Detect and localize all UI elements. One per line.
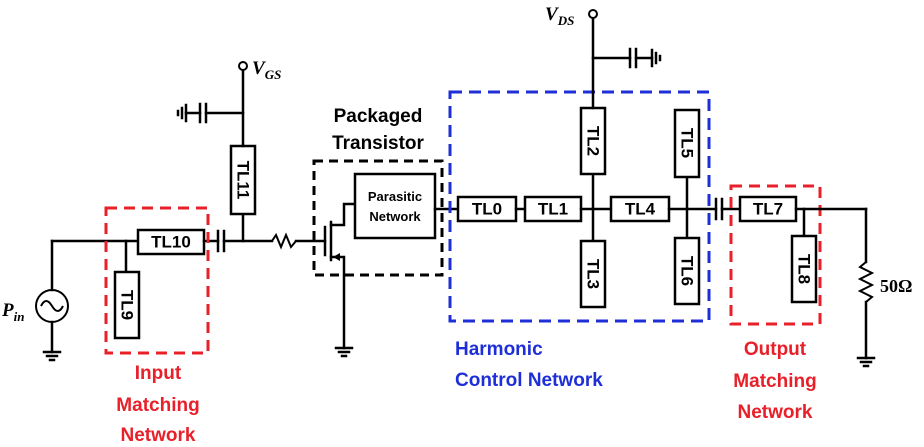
tl2-label: TL2 (584, 126, 603, 156)
tl9-line: TL9 (113, 270, 141, 340)
packaged-transistor-title: Packaged (334, 106, 423, 127)
load-resistor (857, 261, 875, 303)
harmonic-control-network-caption-1: Harmonic (455, 339, 543, 360)
tl8-label: TL8 (795, 254, 814, 284)
tl10-label: TL10 (151, 233, 191, 252)
ground-symbol-drain (650, 48, 662, 68)
tl6-line: TL6 (673, 236, 701, 306)
tl4-line: TL4 (609, 195, 671, 223)
tl5-label: TL5 (678, 128, 697, 158)
parasitic-network: Parasitic Network (353, 172, 437, 240)
tl7-label: TL7 (753, 200, 783, 219)
output-matching-network-caption-1: Output (744, 339, 807, 360)
tl3-line: TL3 (579, 239, 607, 309)
ground-symbol-gate (176, 103, 188, 123)
tl11-label: TL11 (234, 161, 253, 200)
parasitic-network-line1: Parasitic (368, 189, 422, 204)
tl1-line: TL1 (523, 195, 583, 223)
vgs-terminal (238, 61, 248, 71)
packaged-transistor-subtitle: Transistor (332, 133, 424, 154)
ground-symbol-source-terminal (334, 346, 354, 358)
input-matching-network-caption-2: Matching (116, 395, 199, 416)
vds-terminal (588, 9, 598, 19)
output-matching-network-caption-3: Network (738, 402, 813, 423)
tl4-label: TL4 (625, 200, 656, 219)
output-matching-network-box (729, 184, 822, 326)
parasitic-network-line2: Network (369, 209, 421, 224)
harmonic-control-network-caption-2: Control Network (455, 370, 603, 391)
tl11-line: TL11 (229, 144, 257, 216)
tl6-label: TL6 (678, 256, 697, 286)
tl0-label: TL0 (472, 200, 502, 219)
tl9-label: TL9 (118, 290, 137, 320)
harmonic-control-network-box (448, 90, 711, 323)
input-matching-network-box (104, 206, 210, 355)
transistor-symbol (323, 202, 357, 350)
vds-label: VDS (545, 4, 574, 28)
tl5-line: TL5 (673, 108, 701, 179)
gate-resistor (271, 232, 297, 250)
ground-symbol-load (856, 356, 876, 368)
input-matching-network-caption-1: Input (135, 363, 182, 384)
vgs-label: VGS (252, 58, 281, 82)
packaged-transistor-box (312, 159, 444, 277)
ground-symbol-source (42, 350, 62, 362)
output-matching-network-caption-2: Matching (733, 371, 816, 392)
tl8-line: TL8 (790, 234, 818, 304)
pin-label: Pin (1, 300, 24, 324)
signal-source (35, 239, 69, 354)
input-matching-network-caption-3: Network (121, 425, 196, 446)
tl3-label: TL3 (584, 259, 603, 289)
load-impedance-label: 50Ω (880, 276, 912, 296)
tl2-line: TL2 (579, 106, 607, 176)
tl0-line: TL0 (456, 195, 518, 223)
tl1-label: TL1 (538, 200, 568, 219)
tl7-line: TL7 (738, 195, 798, 223)
tl10-line: TL10 (136, 228, 206, 256)
